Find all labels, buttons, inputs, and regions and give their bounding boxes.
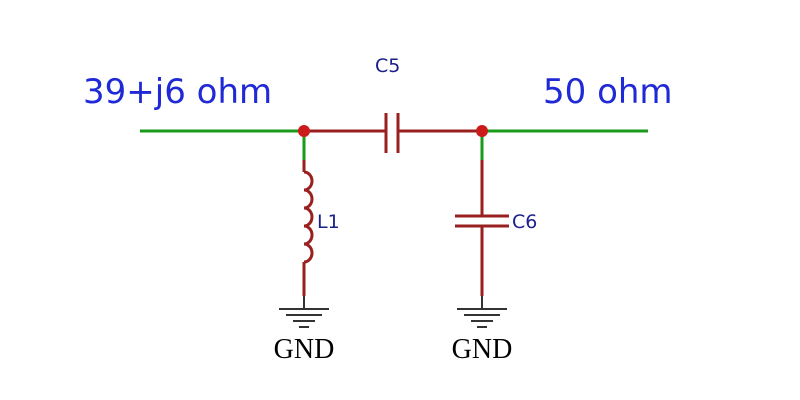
load-impedance-label: 50 ohm [543,72,673,112]
l1-label: L1 [317,211,340,233]
ground-symbol-left [279,296,329,328]
c5-label: C5 [375,55,400,77]
c6-label: C6 [512,211,537,233]
source-impedance-label: 39+j6 ohm [83,72,272,112]
c5-capacitor-symbol [304,113,482,153]
junction-dot-left [298,125,310,137]
c6-capacitor-symbol [455,160,509,296]
ground-label-right: GND [452,334,513,365]
ground-symbol-right [457,296,507,328]
l1-inductor-symbol [302,160,314,296]
ground-label-left: GND [274,334,335,365]
junction-dot-right [476,125,488,137]
